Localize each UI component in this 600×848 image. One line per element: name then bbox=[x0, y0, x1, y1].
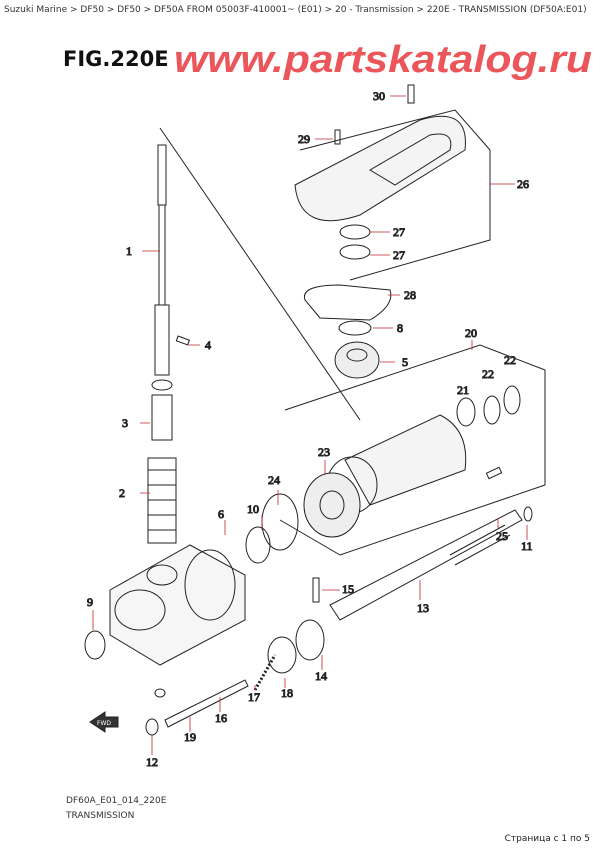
callout: 28 bbox=[404, 288, 416, 302]
fwd-label: FWD bbox=[97, 720, 111, 727]
propeller-shaft bbox=[145, 509, 523, 736]
callout: 4 bbox=[205, 338, 211, 352]
callout: 2 bbox=[119, 486, 125, 500]
drawing-code: DF60A_E01_014_220E bbox=[66, 796, 167, 806]
callout: 18 bbox=[281, 686, 293, 700]
callout: 3 bbox=[122, 416, 128, 430]
callout: 10 bbox=[247, 502, 259, 516]
drawing-name: TRANSMISSION bbox=[66, 811, 135, 821]
callout: 17 bbox=[248, 690, 260, 704]
callout: 22 bbox=[504, 353, 516, 367]
callout: 23 bbox=[318, 445, 330, 459]
callout: 1 bbox=[126, 244, 132, 258]
callout: 13 bbox=[417, 601, 429, 615]
callout: 5 bbox=[402, 355, 408, 369]
gear-assembly bbox=[84, 544, 246, 666]
callout-numbers: 30 29 26 27 27 28 8 20 5 22 22 21 1 4 3 … bbox=[87, 89, 534, 770]
callout: 19 bbox=[184, 730, 196, 744]
watermark: www.partskatalog.ru bbox=[174, 39, 592, 81]
callout: 26 bbox=[517, 177, 529, 191]
callout: 22 bbox=[482, 367, 494, 381]
callout: 27 bbox=[393, 248, 405, 262]
gear-housing bbox=[245, 385, 533, 564]
callout: 15 bbox=[342, 582, 354, 596]
fwd-arrow-icon bbox=[89, 711, 119, 733]
callout: 6 bbox=[218, 507, 224, 521]
callout: 25 bbox=[496, 529, 508, 543]
page-counter: Страница с 1 по 5 bbox=[504, 834, 590, 844]
callout: 27 bbox=[393, 225, 405, 239]
callout: 14 bbox=[315, 669, 327, 683]
figure-title: FIG.220E bbox=[63, 47, 169, 71]
callout: 11 bbox=[521, 539, 533, 553]
leader-lines bbox=[92, 95, 528, 755]
callout: 30 bbox=[373, 89, 385, 103]
group-frames bbox=[159, 109, 546, 556]
callout: 29 bbox=[298, 132, 310, 146]
drive-shaft bbox=[147, 144, 190, 544]
callout: 20 bbox=[465, 326, 477, 340]
callout: 21 bbox=[457, 383, 469, 397]
callout: 24 bbox=[268, 473, 280, 487]
callout: 16 bbox=[215, 711, 227, 725]
callout: 9 bbox=[87, 595, 93, 609]
callout: 12 bbox=[146, 755, 158, 769]
callout: 8 bbox=[397, 321, 403, 335]
breadcrumb: Suzuki Marine > DF50 > DF50 > DF50A FROM… bbox=[4, 5, 587, 15]
